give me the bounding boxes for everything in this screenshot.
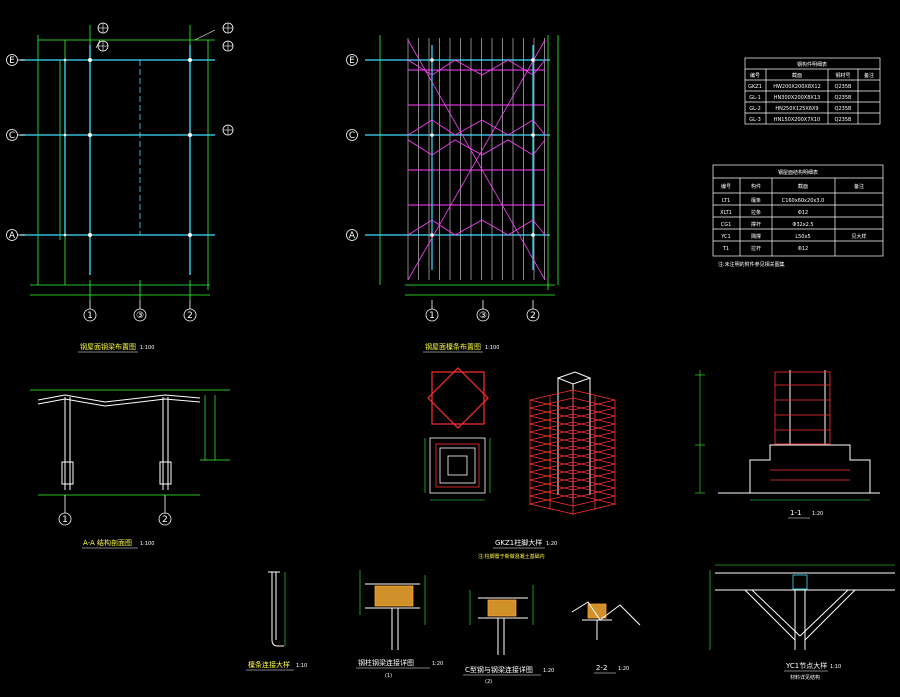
table1-header: 截面	[792, 72, 802, 79]
table2-header: 编号	[721, 183, 731, 190]
axis-label-mid-right: ③	[479, 311, 487, 321]
table-steel-members: 钢构件明细表 编号 截面 钢材号 备注 GKZ1 HW200X200X8X12 …	[744, 57, 881, 125]
table2-header: 备注	[854, 183, 864, 190]
table2-title: 钢屋面结构明细表	[778, 169, 818, 176]
table2-cell: 拉杆	[751, 245, 761, 252]
table1-cell: Q235B	[835, 95, 852, 101]
purlin-detail-scale: 1:10	[296, 663, 307, 669]
axis-label-2: 2	[187, 311, 193, 321]
table2-cell: Φ32x2.5	[792, 222, 813, 228]
table2-header: 截面	[798, 183, 808, 190]
table1-header: 钢材号	[835, 72, 850, 79]
gkz1-title: GKZ1柱脚大样	[495, 538, 542, 547]
axis-label-a: A	[9, 231, 16, 241]
plan-left-scale: 1:100	[140, 345, 154, 351]
section-aa-scale: 1:100	[140, 541, 154, 547]
table2-cell: 隅撑	[751, 233, 761, 240]
section-11-scale: 1:20	[812, 511, 823, 517]
gl-detail-title: 钢柱钢梁连接详图	[358, 658, 414, 667]
gkz1-scale: 1:20	[546, 541, 557, 547]
gl-connection-detail: 钢柱钢梁连接详图 1:20 (1)	[356, 570, 443, 679]
plan-right-title: 钢屋面檁条布置图	[425, 342, 481, 351]
section-axis-2: 2	[162, 515, 168, 525]
section-22-scale: 1:20	[618, 666, 629, 672]
table1-header: 编号	[750, 72, 760, 79]
table2-note: 注:未注明的附件参见相关图集	[718, 261, 785, 268]
table1-cell: Q235B	[835, 117, 852, 123]
axis-label-a-right: A	[349, 231, 356, 241]
table2-cell: LT1	[722, 198, 730, 204]
section-axis-1: 1	[62, 515, 68, 525]
axis-label-e: E	[9, 56, 15, 66]
plan-left-title: 钢屋面钢梁布置图	[80, 342, 136, 351]
table2-cell: T1	[722, 246, 729, 252]
table1-cell: Q235B	[835, 84, 852, 90]
table1-cell: HW200X200X8X12	[773, 84, 821, 90]
yc1-node-detail: YC1节点大样 1:10 材料详见结构	[709, 564, 895, 681]
table2-cell: CG1	[721, 222, 732, 228]
c-detail-title: C型钢与钢梁连接详图	[465, 665, 533, 674]
section-11-title: 1-1	[790, 509, 801, 517]
gkz1-detail: GKZ1柱脚大样 1:20 注:柱脚置于新做混凝土基础内	[424, 367, 616, 560]
table-roof-structure: 钢屋面结构明细表 编号 构件 截面 备注 LT1 檁条 C160x60x20x3…	[712, 164, 884, 268]
plan-left: E C A 1 ③ 2 钢屋面钢梁布置图 1:100	[6, 22, 234, 353]
c-detail-sub: (2)	[485, 679, 492, 685]
section-22: 2-2 1:20	[571, 601, 641, 674]
axis-label-c-right: C	[349, 131, 355, 141]
table2-cell: 见大样	[851, 233, 866, 240]
table1-header: 备注	[864, 72, 874, 79]
table2-cell: YC1	[720, 234, 730, 240]
purlin-detail: 檁条连接大样 1:10	[246, 571, 307, 671]
purlin-detail-title: 檁条连接大样	[248, 660, 290, 669]
table1-cell: Q235B	[835, 106, 852, 112]
table1-title: 钢构件明细表	[797, 61, 827, 68]
plan-right: E C A 1 ③ 2 钢屋面檁条布置图 1:100	[346, 35, 559, 353]
section-aa: 1 2 A-A 结构剖面图 1:100	[30, 389, 230, 549]
table2-cell: 檁条	[751, 197, 761, 204]
section-11: 1-1 1:20	[695, 370, 880, 519]
table2-cell: 撑杆	[751, 221, 761, 228]
table1-cell: GL-3	[749, 117, 761, 123]
gl-detail-scale: 1:20	[432, 661, 443, 667]
table1-cell: GKZ1	[748, 84, 762, 90]
table1-cell: HN300X200X8X13	[774, 95, 820, 101]
axis-label-e-right: E	[349, 56, 355, 66]
table2-cell: 拉条	[751, 209, 761, 216]
c-connection-detail: C型钢与钢梁连接详图 1:20 (2)	[463, 585, 554, 685]
table1-cell: GL-2	[749, 106, 761, 112]
axis-label-1-right: 1	[429, 311, 435, 321]
table1-cell: HN150X200X7X10	[774, 117, 820, 123]
table1-cell: GL-1	[749, 95, 761, 101]
section-22-title: 2-2	[596, 664, 607, 672]
gkz1-note: 注:柱脚置于新做混凝土基础内	[478, 553, 545, 560]
axis-label-mid: ③	[136, 311, 144, 321]
yc1-scale: 1:10	[830, 664, 841, 670]
table2-cell: Φ12	[798, 210, 808, 216]
axis-label-1: 1	[87, 311, 93, 321]
table2-header: 构件	[751, 183, 761, 190]
table2-cell: Φ12	[798, 246, 808, 252]
section-aa-title: A-A 结构剖面图	[83, 538, 132, 547]
c-detail-scale: 1:20	[543, 668, 554, 674]
plan-right-scale: 1:100	[485, 345, 499, 351]
table2-cell: L50x5	[795, 234, 810, 240]
yc1-title: YC1节点大样	[785, 661, 827, 670]
axis-label-c: C	[9, 131, 15, 141]
gl-detail-sub: (1)	[385, 673, 392, 679]
table2-cell: XLT1	[720, 210, 732, 216]
table1-cell: HN250X125X6X9	[775, 106, 818, 112]
axis-label-2-right: 2	[530, 311, 536, 321]
yc1-sub: 材料详见结构	[790, 674, 820, 681]
table2-cell: C160x60x20x3.0	[782, 198, 825, 204]
